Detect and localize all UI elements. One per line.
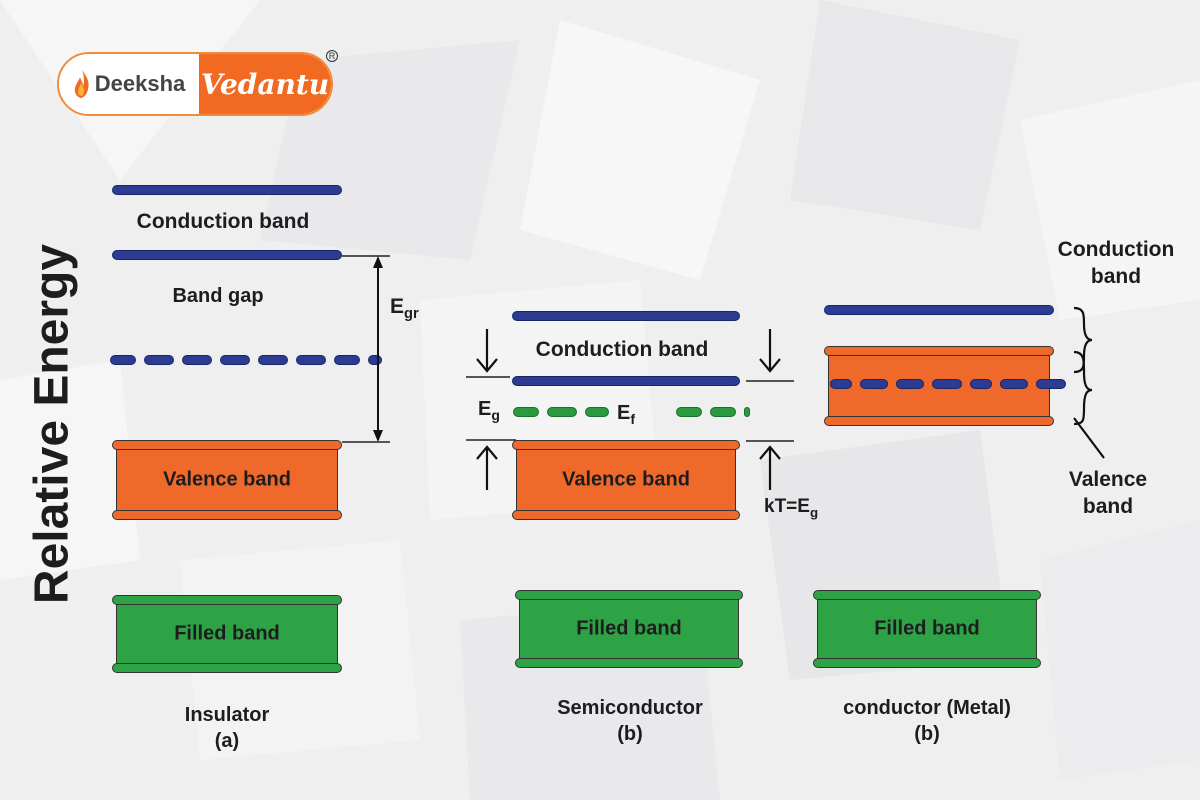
semi-caption: Semiconductor (b) [557,697,703,745]
semi-eg-symbol: Eg [478,398,500,423]
insulator-caption: Insulator (a) [184,704,270,752]
conductor-valence-label: Valence band [1068,468,1148,518]
semi-conduction-bottom-line [512,376,740,386]
semi-fermi-dashes-right [676,407,750,417]
conductor-conduction-label: Conduction band [1057,238,1175,288]
insulator-valence-band: Valence band [112,440,342,520]
semi-filled-label: Filled band [576,617,682,640]
semi-conduction-label: Conduction band [535,338,709,361]
semi-valence-label: Valence band [562,468,690,491]
conductor-caption: conductor (Metal) (b) [843,697,1011,745]
semi-fermi-dashes-left [513,407,609,417]
semi-kt-label: kT=Eg [764,496,819,520]
semi-valence-band: Valence band [512,440,740,520]
insulator-gap-arrow [342,255,390,443]
flame-icon [74,70,89,98]
logo-right: Vedantu [199,54,331,114]
insulator-filled-band: Filled band [112,595,342,673]
semi-ef-symbol: Ef [617,402,636,427]
logo-deeksha-text: Deeksha [94,71,186,96]
conductor-braces [1073,306,1105,459]
semi-conduction-top-line [512,311,740,321]
logo-left: Deeksha [59,54,199,114]
registered-icon: R [326,50,338,62]
conductor-filled-band: Filled band [813,590,1041,668]
conductor-conduction-line [824,305,1054,315]
insulator-dashed-level [110,355,382,365]
logo-vedantu-text: Vedantu [200,67,330,101]
conductor-filled-label: Filled band [874,617,980,640]
insulator-band-gap-label: Band gap [172,285,264,307]
insulator-conduction-label: Conduction band [136,210,310,233]
relative-energy-label: Relative Energy [25,243,79,605]
insulator-conduction-top-line [112,185,342,195]
insulator-valence-label: Valence band [163,468,291,491]
conductor-dashed-level [830,379,1066,389]
insulator-conduction-bottom-line [112,250,342,260]
brand-logo: Deeksha Vedantu [57,52,333,116]
insulator-gap-symbol: Egr [390,295,419,323]
semi-arrows [466,329,794,490]
semi-filled-band: Filled band [515,590,743,668]
insulator-filled-label: Filled band [174,622,280,645]
